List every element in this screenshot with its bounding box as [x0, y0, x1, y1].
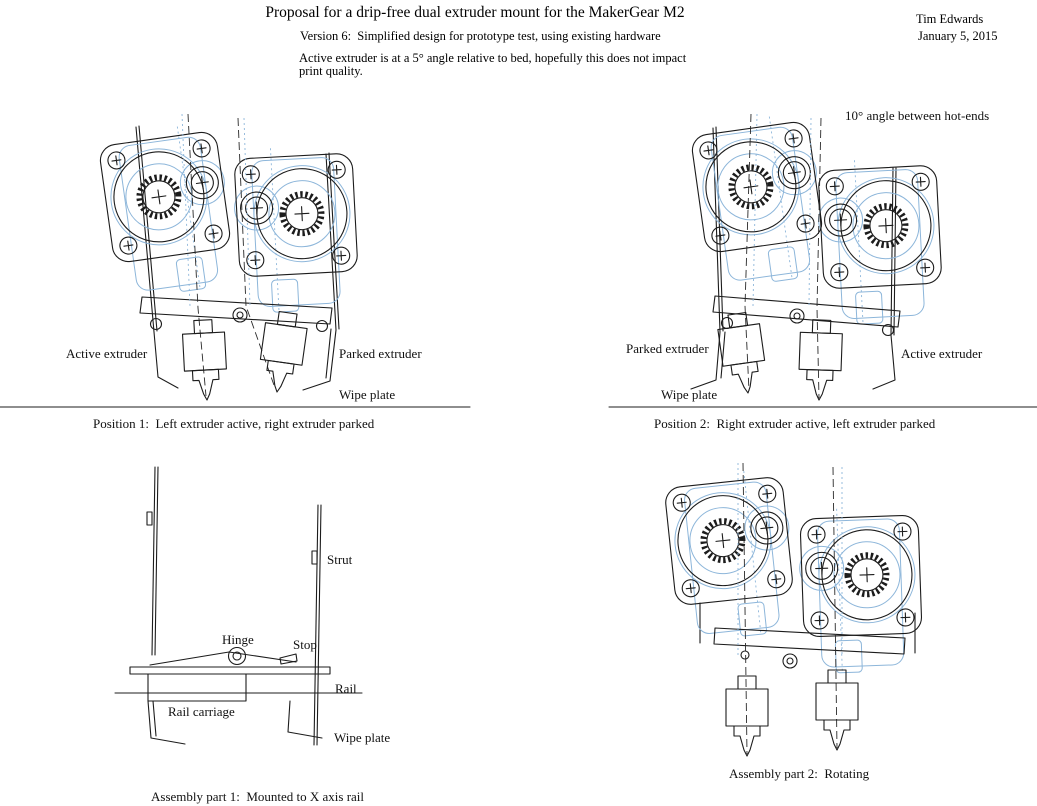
right-strut [890, 167, 897, 336]
left-hotend [181, 318, 229, 402]
right-strut [313, 504, 322, 746]
left-extruder-body-outline [667, 466, 801, 643]
design-note-line1: Active extruder is at a 5° angle relativ… [299, 51, 687, 65]
stop-block [279, 653, 298, 665]
hinge-pivot [227, 646, 247, 666]
assembly1-drawing [114, 466, 363, 746]
position2-drawing [608, 110, 1037, 408]
right-filament-centerline [816, 117, 822, 399]
assembly1-caption: Assembly part 1: Mounted to X axis rail [151, 789, 365, 804]
rail-carriage-body [147, 673, 247, 702]
page-title: Proposal for a drip-free dual extruder m… [265, 4, 685, 21]
design-note-line2: print quality. [299, 64, 363, 78]
position2-active-extruder-label: Active extruder [901, 346, 983, 361]
hinge-bracket [149, 651, 297, 666]
right-stepper-motor [800, 515, 922, 637]
position1-wipe-plate-label: Wipe plate [339, 387, 396, 402]
position2-wipe-plate-label: Wipe plate [661, 387, 718, 402]
left-stepper-motor [98, 130, 231, 263]
position1-active-extruder-label: Active extruder [66, 346, 148, 361]
position2-parked-extruder-label: Parked extruder [626, 341, 709, 356]
assembly-part2 [664, 462, 922, 757]
rail-carriage-label: Rail carriage [168, 704, 235, 719]
left-extruder-body-outline [693, 110, 832, 291]
linkage-plate [139, 296, 333, 325]
right-filament-centerline [832, 466, 838, 749]
position1-drawing [0, 113, 471, 408]
right-foot [872, 334, 896, 390]
position1-parked-extruder-label: Parked extruder [339, 346, 422, 361]
linkage-plate [712, 295, 901, 328]
wipe-plate-bracket [302, 328, 337, 391]
assembly-part1 [114, 466, 363, 746]
left-stepper-motor [664, 476, 794, 606]
assembly-position2 [690, 110, 942, 402]
assembly2-drawing [650, 462, 950, 757]
assembly-position1 [98, 113, 358, 402]
stop-label: Stop [293, 637, 317, 652]
left-extruder-body-outline [101, 120, 240, 301]
rotation-pivot [782, 653, 798, 669]
left-wipe-foot [147, 700, 186, 745]
hotend-angle-annotation: 10° angle between hot-ends [845, 108, 990, 123]
side-tabs [699, 602, 916, 654]
left-filament-centerline [187, 113, 207, 397]
strut-label: Strut [327, 552, 353, 567]
hinge-label: Hinge [222, 632, 254, 647]
left-stepper-motor [690, 120, 823, 253]
assembly1-wipe-plate-label: Wipe plate [334, 730, 391, 745]
rail-label: Rail [335, 681, 357, 696]
linkage-plate [713, 627, 906, 655]
version-note: Version 6: Simplified design for prototy… [300, 29, 661, 43]
assembly2-caption: Assembly part 2: Rotating [729, 766, 870, 781]
mount-plate [129, 666, 331, 675]
left-strut [151, 466, 159, 656]
position1-caption: Position 1: Left extruder active, right … [93, 416, 375, 431]
left-hotend [715, 310, 770, 397]
left-foot [153, 331, 179, 389]
document-date: January 5, 2015 [918, 29, 998, 43]
right-hotend [797, 318, 844, 402]
right-wipe-foot [287, 700, 323, 739]
left-filament-centerline [742, 462, 748, 755]
author-name: Tim Edwards [916, 12, 984, 26]
right-stepper-motor [818, 165, 942, 289]
position2-caption: Position 2: Right extruder active, left … [654, 416, 936, 431]
right-filament-centerline [237, 117, 276, 389]
left-filament-centerline [744, 113, 752, 392]
wipe-plate-bracket [690, 331, 726, 390]
right-stepper-motor [234, 153, 358, 277]
